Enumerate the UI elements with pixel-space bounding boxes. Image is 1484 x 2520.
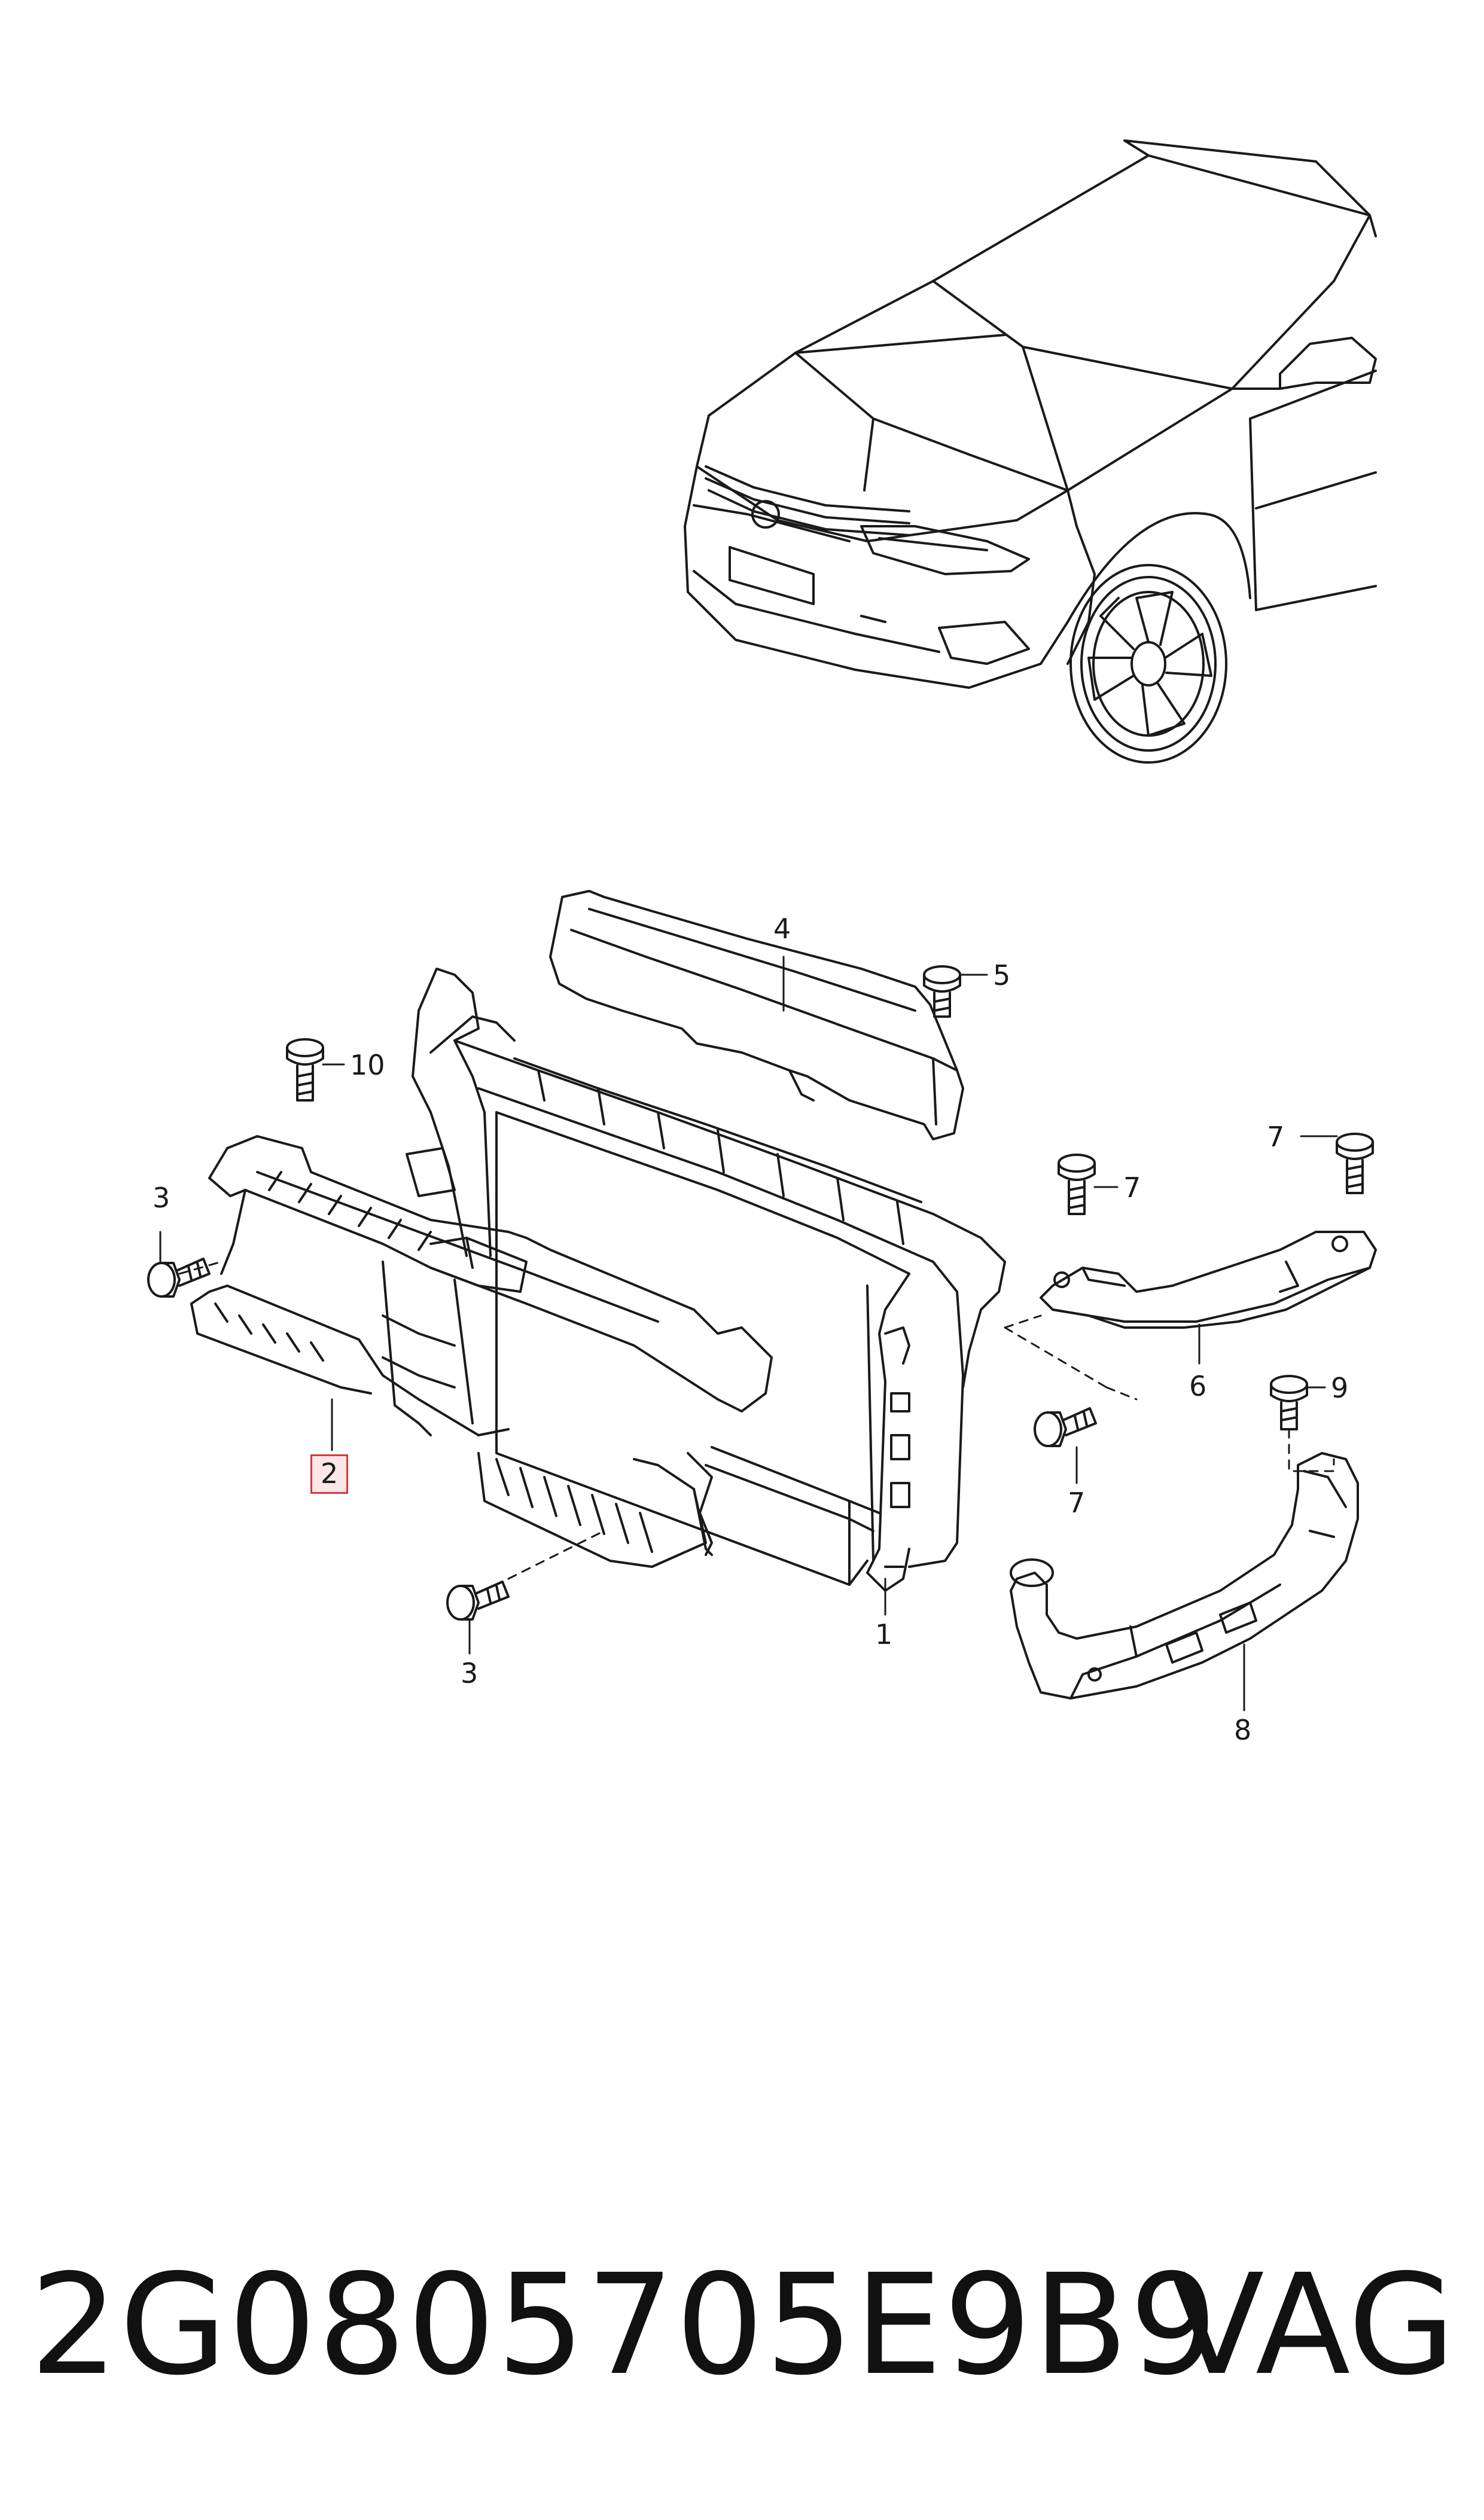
- callout-2-highlighted[interactable]: 2: [310, 1454, 349, 1494]
- callout-3-lower: 3: [461, 1657, 479, 1689]
- callout-5: 5: [993, 959, 1011, 991]
- callout-7-lower: 7: [1068, 1487, 1086, 1519]
- callout-10: 10: [350, 1049, 385, 1081]
- part-2-lower-panel: [190, 1135, 773, 1568]
- bolt-10: [286, 1038, 324, 1102]
- callout-7-left: 7: [1123, 1171, 1141, 1204]
- part-8-lower-bracket: [1010, 1452, 1359, 1700]
- part-number-text: 2G0805705E9B9: [30, 2244, 1219, 2406]
- callout-9: 9: [1331, 1372, 1349, 1404]
- bolt-3-upper: [147, 1258, 211, 1298]
- bolt-9: [1270, 1375, 1308, 1430]
- assembly-dashes: [178, 1261, 1335, 1580]
- leader-lines: [159, 956, 1338, 1711]
- brand-text: VAG: [1169, 2244, 1456, 2406]
- bolt-7-lower: [1034, 1407, 1097, 1447]
- part-4-upper-cover: [549, 890, 964, 1140]
- part-6-upper-bracket: [1040, 1231, 1377, 1329]
- part-1-frame: [406, 968, 1006, 1592]
- callout-3-upper: 3: [153, 1182, 170, 1214]
- callout-6: 6: [1189, 1370, 1207, 1402]
- callout-4: 4: [773, 913, 791, 945]
- bolt-5: [923, 965, 961, 1018]
- bolt-7-right: [1336, 1133, 1374, 1194]
- car-illustration: [684, 139, 1377, 764]
- bolt-3-lower: [446, 1581, 510, 1621]
- callout-1: 1: [875, 1618, 893, 1650]
- callout-8: 8: [1234, 1714, 1252, 1746]
- callout-7-right: 7: [1267, 1121, 1285, 1153]
- bolt-7-left: [1058, 1154, 1096, 1215]
